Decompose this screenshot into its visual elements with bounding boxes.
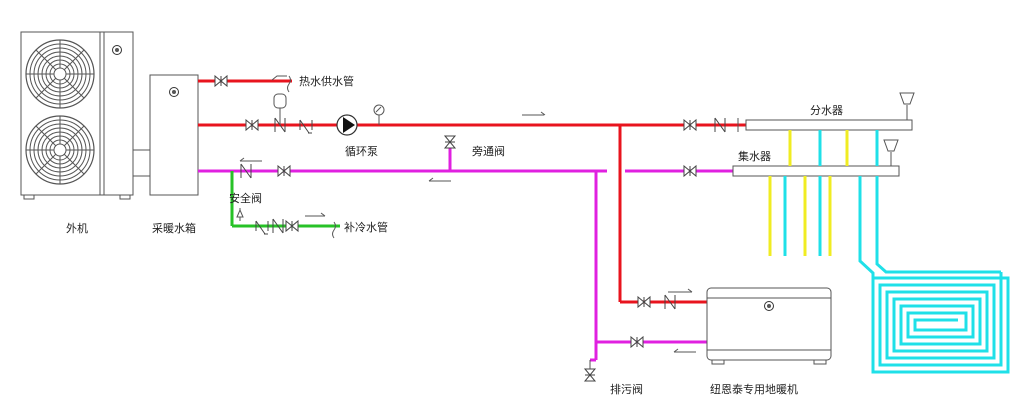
- pump-icon[interactable]: [336, 114, 358, 136]
- outdoor-unit: [20, 31, 151, 200]
- boiler-unit: [706, 287, 832, 365]
- valve-icon[interactable]: [214, 75, 228, 87]
- safety-valve[interactable]: [236, 208, 244, 221]
- label-circulation-pump: 循环泵: [345, 145, 378, 158]
- valve-icon[interactable]: [245, 119, 259, 131]
- floor-loop-supply-pipes: [768, 130, 849, 256]
- label-drain-valve: 排污阀: [610, 382, 643, 396]
- label-safety-valve: 安全阀: [229, 191, 262, 205]
- label-buffer-tank: 采暖水箱: [152, 221, 196, 235]
- valve-icon[interactable]: [683, 119, 697, 131]
- return-pipes: [198, 148, 733, 362]
- buffer-tank: [149, 74, 199, 196]
- supply-pipes: [198, 79, 746, 304]
- valve-icon[interactable]: [444, 135, 456, 149]
- supply-manifold: [745, 92, 915, 131]
- valve-icon[interactable]: [630, 336, 644, 348]
- label-hot-water-supply: 热水供水管: [299, 74, 354, 88]
- valve-icon[interactable]: [683, 165, 697, 177]
- floor-loop-return-pipes: [783, 130, 1010, 374]
- expansion-tank-icon: [273, 93, 287, 109]
- valve-icon[interactable]: [277, 165, 291, 177]
- return-manifold: [732, 139, 900, 177]
- pressure-gauge-icon: [373, 104, 385, 125]
- gauge-icon: [764, 301, 774, 311]
- label-bypass-valve: 旁通阀: [472, 144, 505, 158]
- gauge-icon: [112, 45, 122, 55]
- valve-icon[interactable]: [637, 296, 651, 308]
- label-boiler: 纽恩泰专用地暖机: [710, 382, 798, 396]
- label-supply-manifold: 分水器: [810, 104, 843, 117]
- label-return-manifold: 集水器: [738, 149, 771, 163]
- gauge-icon: [169, 87, 179, 97]
- valve-icon[interactable]: [285, 220, 299, 232]
- fan-icon: [25, 39, 95, 109]
- label-makeup-cold-water: 补冷水管: [344, 220, 388, 234]
- label-outdoor-unit: 外机: [66, 221, 88, 235]
- drain-valve[interactable]: [584, 360, 596, 382]
- fan-icon: [25, 115, 95, 185]
